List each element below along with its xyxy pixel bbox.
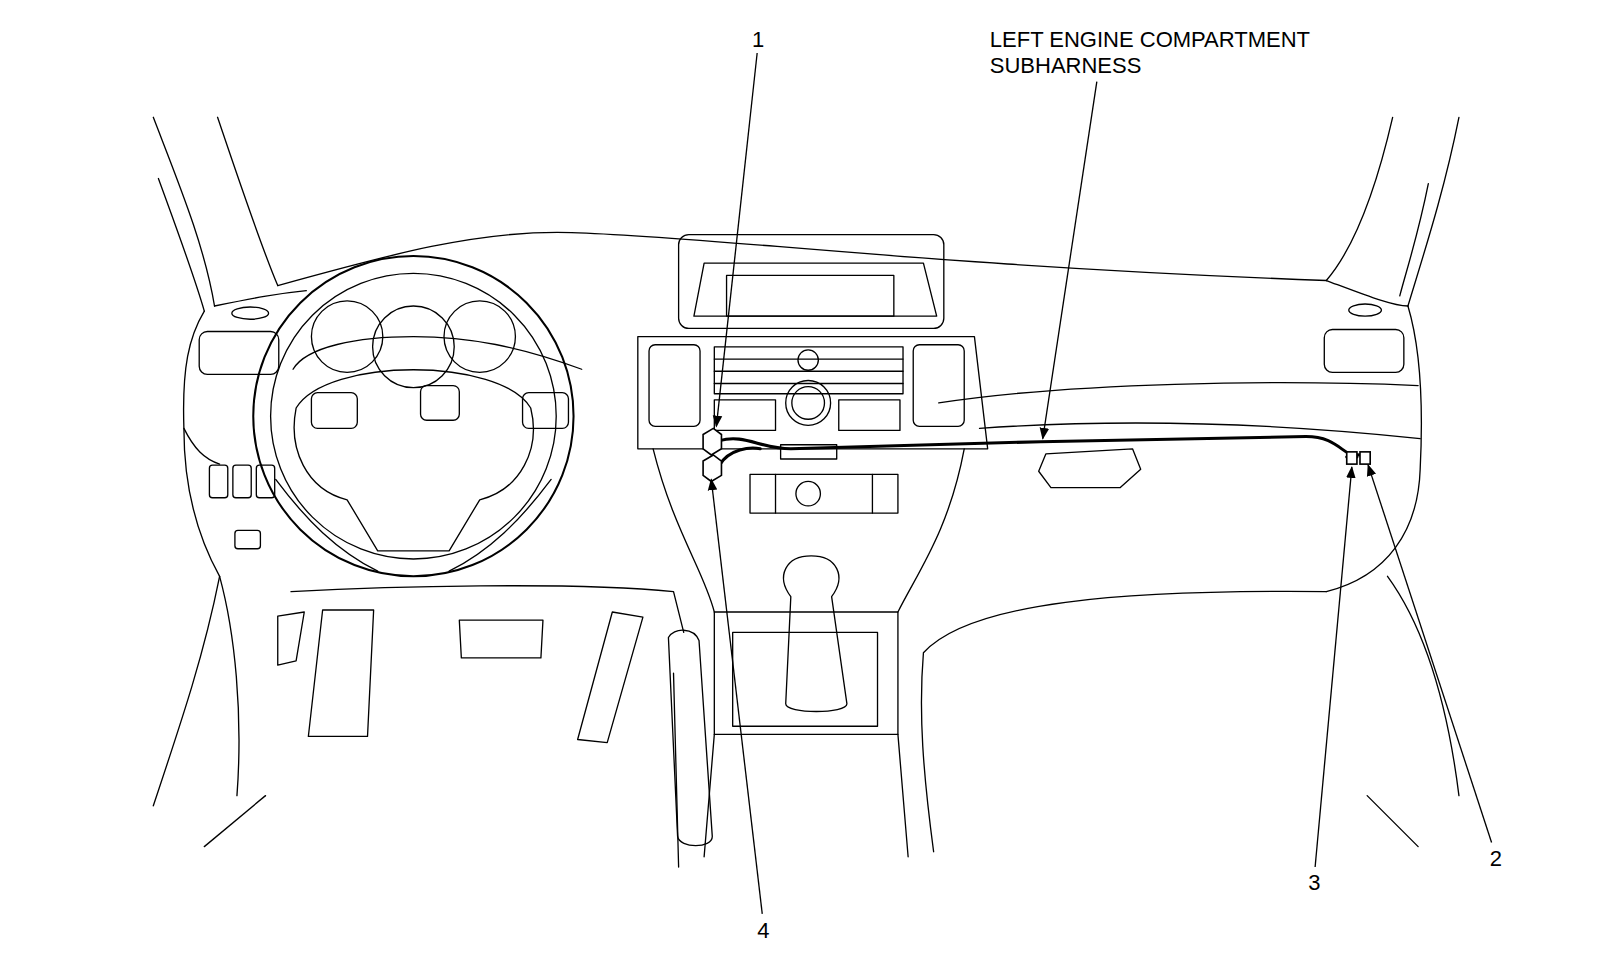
callout-number: 2	[1490, 846, 1502, 872]
callout-number: 1	[752, 27, 764, 53]
callout-number: 4	[757, 918, 769, 944]
callout-number: 3	[1308, 870, 1320, 896]
part-name: LEFT ENGINE COMPARTMENT SUBHARNESS	[990, 27, 1390, 79]
